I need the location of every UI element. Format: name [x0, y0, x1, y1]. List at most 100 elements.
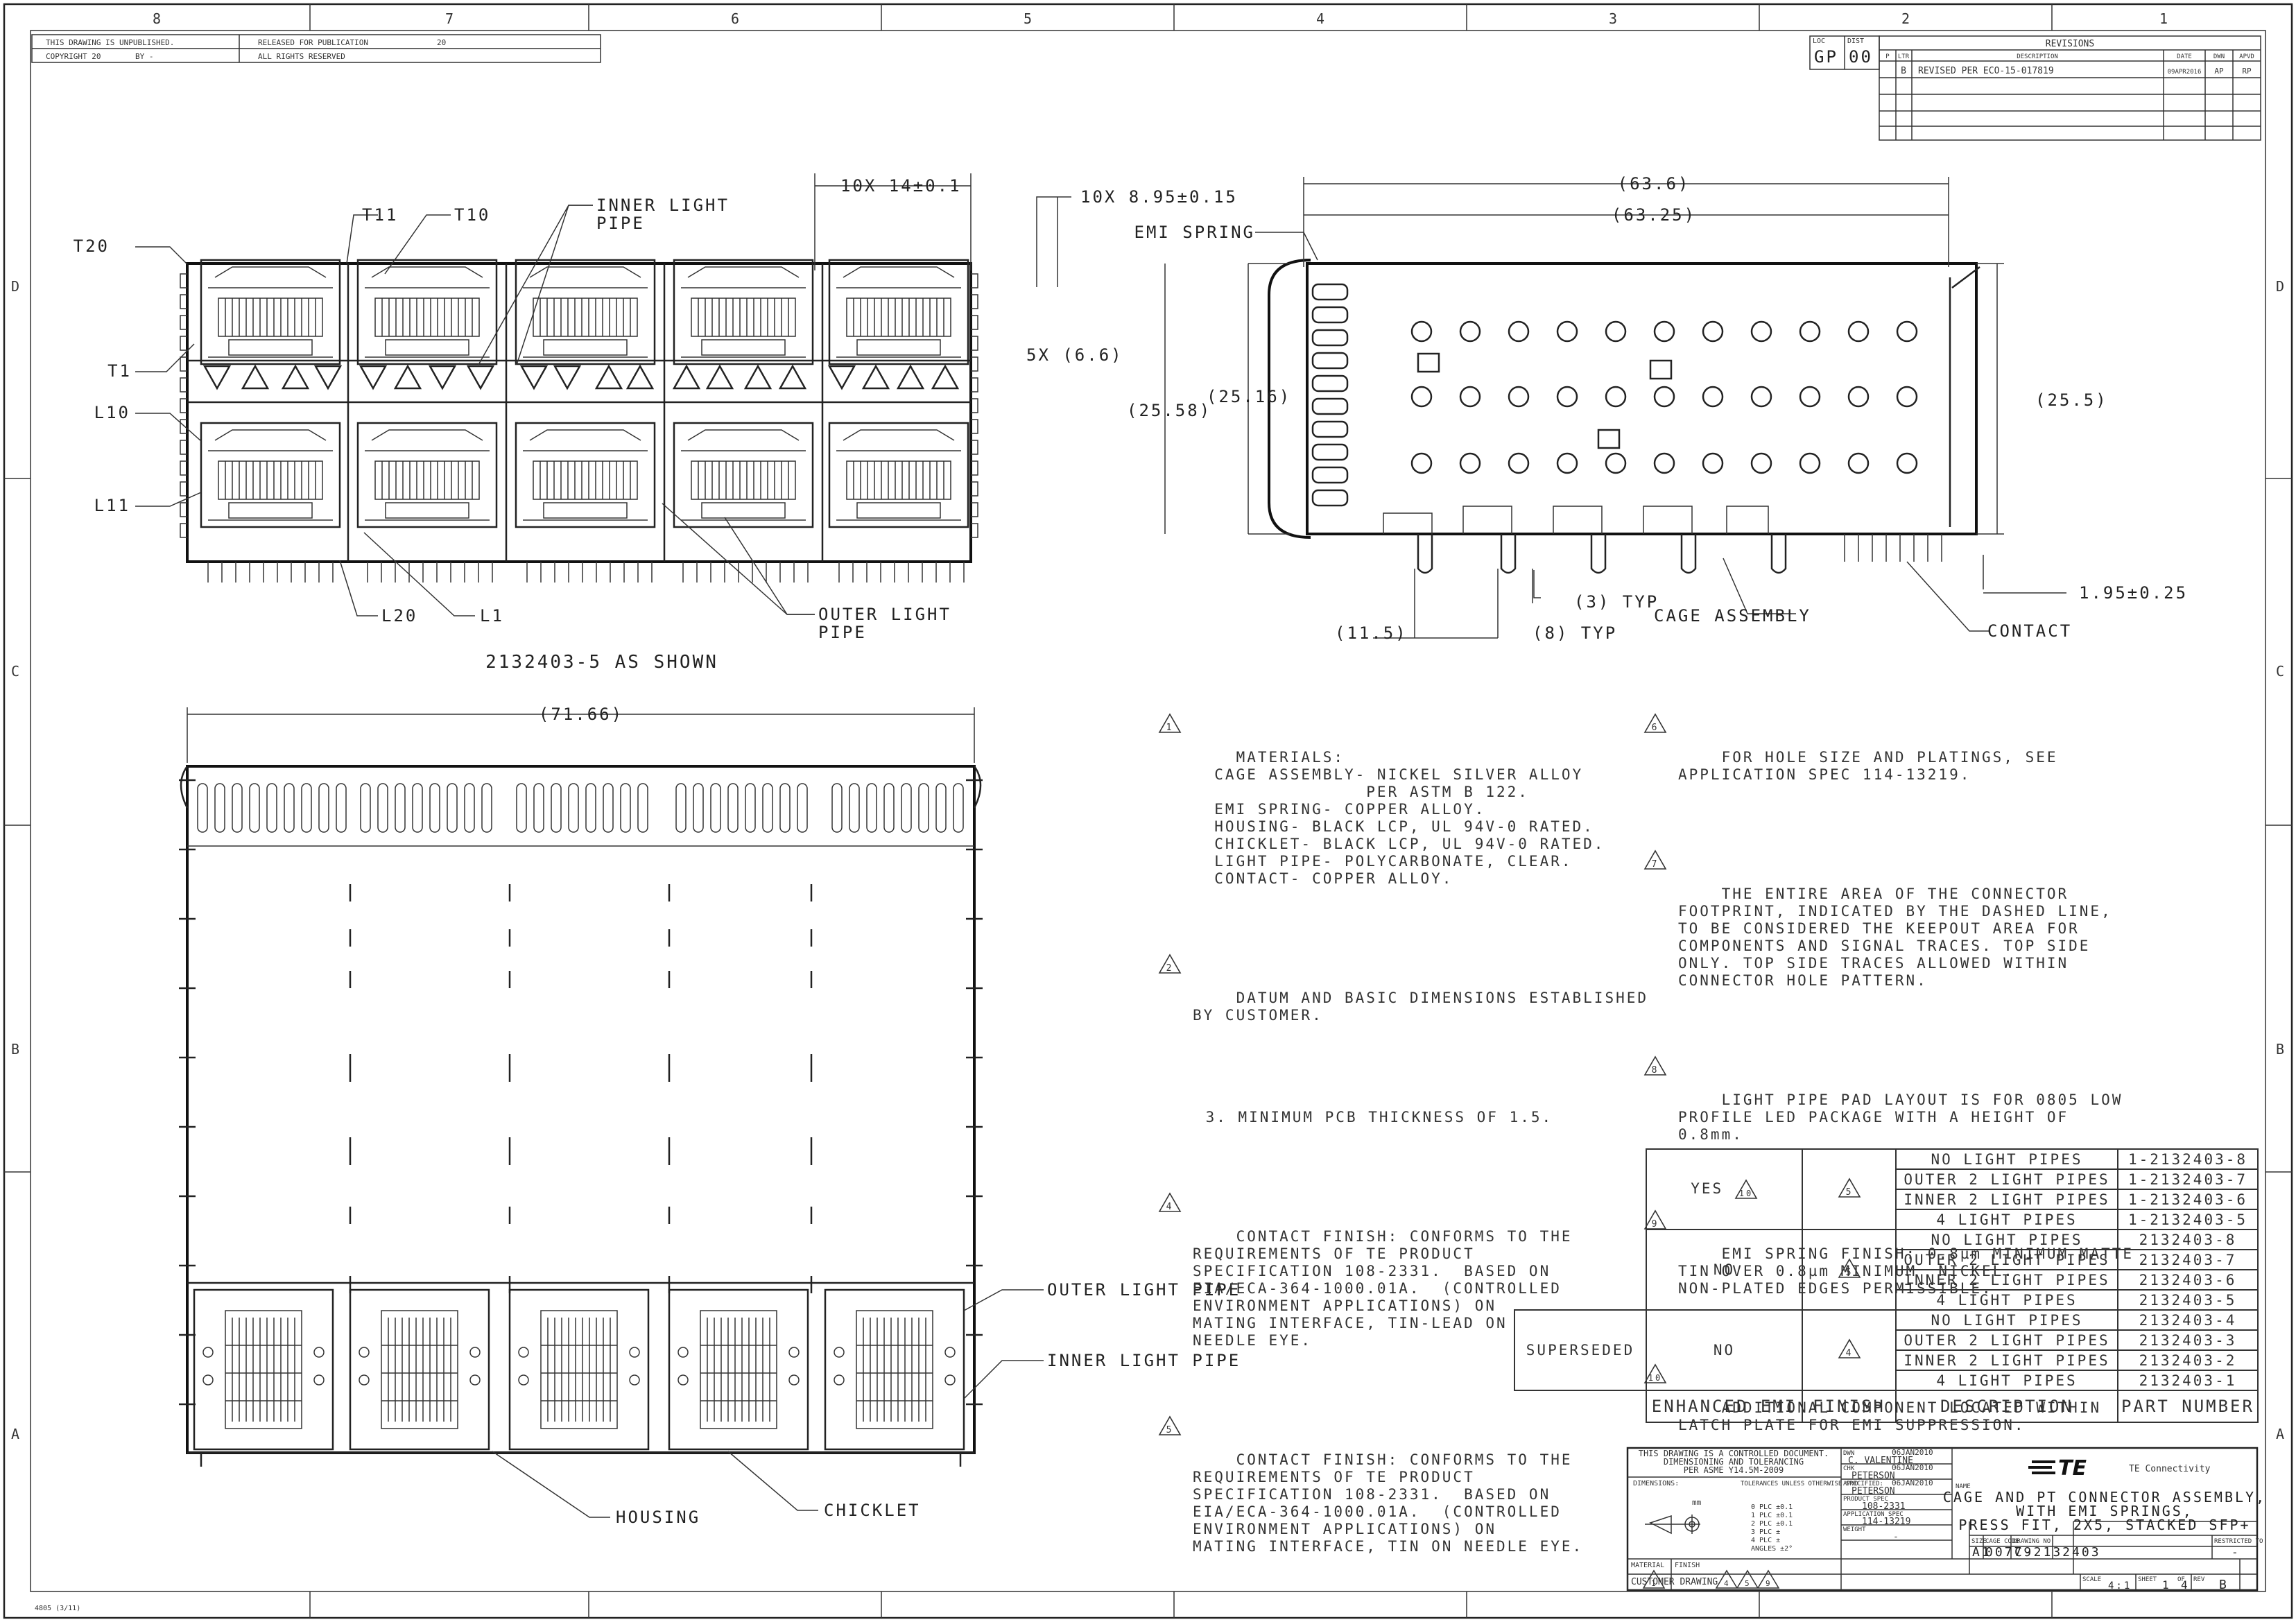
svg-text:5: 5 — [1845, 1268, 1853, 1278]
material-mark: 1 — [1651, 1579, 1656, 1588]
note-5: 5 CONTACT FINISH: CONFORMS TO THE REQUIR… — [1158, 1415, 1648, 1573]
group-1-emi: YES 10 — [1646, 1148, 1803, 1230]
note-6-flag-icon: 6 — [1643, 713, 1667, 733]
drawing-no: C-2132403 — [2014, 1545, 2101, 1560]
part-number: 2132403-2 — [2117, 1349, 2259, 1371]
release-year: 20 — [437, 38, 446, 47]
dist-value: 00 — [1849, 47, 1873, 67]
dwn-name: C. VALENTINE — [1848, 1456, 1913, 1466]
revisions-title: REVISIONS — [2046, 39, 2094, 49]
zone-3: 3 — [1609, 10, 1617, 27]
svg-text:7: 7 — [1652, 859, 1659, 870]
group-3-emi: NO — [1646, 1309, 1803, 1391]
callout-l20: L20 — [381, 606, 417, 625]
zone-b-left: B — [11, 1041, 19, 1058]
part-desc: INNER 2 LIGHT PIPES — [1895, 1349, 2118, 1371]
rev-date: 09APR2016 — [2168, 69, 2202, 76]
zone-a-left: A — [11, 1426, 19, 1442]
dim-3-typ: (3) TYP — [1574, 592, 1659, 612]
zone-ticks — [4, 4, 2292, 1618]
emi-spring-label: EMI SPRING — [1134, 223, 1256, 242]
note-7: 7 THE ENTIRE AREA OF THE CONNECTOR FOOTP… — [1643, 849, 2134, 1007]
restricted-label: RESTRICTED TO — [2214, 1538, 2263, 1545]
cage-code-label: CAGE CODE — [1985, 1538, 2019, 1545]
part-number: 1-2132403-8 — [2117, 1148, 2259, 1170]
part-desc: 4 LIGHT PIPES — [1895, 1289, 2118, 1311]
dist-label: DIST — [1847, 37, 1864, 45]
group-2-emi: NO — [1646, 1229, 1803, 1311]
part-number: 1-2132403-5 — [2117, 1209, 2259, 1230]
part-rows-group-3: SUPERSEDED NO 4 NO LIGHT PIPES 2132403-4… — [1514, 1309, 2259, 1391]
te-logo-icon — [2028, 1460, 2055, 1474]
plc-2: 2 PLC ±0.1 — [1751, 1520, 1793, 1528]
top-view: (71.66) OUTER LIGHT PIPE INNER LIGHT PIP… — [179, 705, 1238, 1527]
note-7-text: THE ENTIRE AREA OF THE CONNECTOR FOOTPRI… — [1678, 886, 2112, 989]
part-desc: NO LIGHT PIPES — [1895, 1229, 2118, 1250]
part-desc: 4 LIGHT PIPES — [1895, 1209, 2118, 1230]
svg-text:5: 5 — [1845, 1187, 1853, 1198]
svg-text:2: 2 — [1166, 963, 1174, 974]
note-1-flag-icon: 1 — [1158, 713, 1182, 733]
callout-t20: T20 — [74, 236, 110, 256]
copyright-by: BY - — [135, 52, 154, 61]
plc-1: 1 PLC ±0.1 — [1751, 1512, 1793, 1519]
controlled-line-1: THIS DRAWING IS A CONTROLLED DOCUMENT. — [1639, 1449, 1829, 1458]
header-enhanced-emi: ENHANCED EMI — [1646, 1390, 1803, 1423]
name-label: NAME — [1956, 1483, 1971, 1490]
dim-8-typ: (8) TYP — [1533, 623, 1617, 643]
zone-1: 1 — [2159, 10, 2168, 27]
title-line-3: PRESS FIT, 2X5, STACKED SFP+ — [1958, 1517, 2250, 1533]
note-6: 6 FOR HOLE SIZE AND PLATINGS, SEE APPLIC… — [1643, 713, 2134, 801]
dim-25-58: (25.58) — [1127, 401, 1211, 420]
part-desc: INNER 2 LIGHT PIPES — [1895, 1189, 2118, 1210]
note-7-flag-icon: 7 — [1643, 849, 1667, 870]
part-number-table: YES 10 5 NO LIGHT PIPES 1-2132403-8 OUTE… — [1514, 1148, 2259, 1423]
front-view: T20 T1 L10 L11 T11 T10 INNER LIGHT PIPE … — [74, 173, 978, 673]
released-text: RELEASED FOR PUBLICATION — [258, 38, 368, 47]
application-spec: 114-13219 — [1862, 1517, 1910, 1527]
controlled-line-2: DIMENSIONING AND TOLERANCING — [1664, 1457, 1804, 1467]
units: mm — [1692, 1498, 1702, 1507]
zone-c-left: C — [11, 663, 19, 680]
note-8: 8 LIGHT PIPE PAD LAYOUT IS FOR 0805 LOW … — [1643, 1055, 2134, 1161]
note-6-text: FOR HOLE SIZE AND PLATINGS, SEE APPLICAT… — [1678, 749, 2058, 783]
te-logo: TE — [2058, 1456, 2087, 1481]
note-8-flag-icon: 8 — [1643, 1055, 1667, 1076]
plc-4: 4 PLC ± — [1751, 1537, 1780, 1544]
dim-8-95: 10X 8.95±0.15 — [1080, 187, 1238, 207]
zone-d-left: D — [11, 278, 19, 295]
zone-labels-side: D C B A D C B A — [11, 278, 2284, 1442]
weight-label: WEIGHT — [1843, 1526, 1866, 1533]
apvd-label: APVD — [1843, 1481, 1858, 1487]
zone-labels-top: 8 7 6 5 4 3 2 1 — [153, 10, 2168, 27]
finish-label: FINISH — [1675, 1562, 1700, 1569]
size-label: SIZE — [1971, 1538, 1987, 1545]
rev-label: REV — [2193, 1576, 2205, 1583]
note-3-text: 3. MINIMUM PCB THICKNESS OF 1.5. — [1205, 1109, 1553, 1125]
chk-label: CHK — [1843, 1465, 1855, 1472]
part-desc: INNER 2 LIGHT PIPES — [1895, 1269, 2118, 1291]
group-1-finish-flag-icon: 5 — [1838, 1177, 1861, 1198]
part-desc: OUTER 2 LIGHT PIPES — [1895, 1329, 2118, 1351]
part-number: 1-2132403-7 — [2117, 1168, 2259, 1190]
part-number: 2132403-5 — [2117, 1289, 2259, 1311]
svg-text:5: 5 — [1166, 1425, 1174, 1435]
note-3: 3. MINIMUM PCB THICKNESS OF 1.5. — [1158, 1092, 1648, 1144]
callout-l10: L10 — [94, 403, 130, 422]
dim-25-5: (25.5) — [2035, 390, 2108, 410]
note-4-flag-icon: 4 — [1158, 1192, 1182, 1212]
note-1-text: MATERIALS: CAGE ASSEMBLY- NICKEL SILVER … — [1214, 749, 1605, 887]
chicklet-label: CHICKLET — [824, 1501, 921, 1520]
dim-63-25: (63.25) — [1612, 205, 1696, 225]
note-2: 2 DATUM AND BASIC DIMENSIONS ESTABLISHED… — [1158, 954, 1648, 1042]
group-1-emi-flag-icon: 10 — [1734, 1179, 1758, 1199]
apvd-date: 06JAN2010 — [1892, 1478, 1933, 1487]
part-number: 2132403-1 — [2117, 1370, 2259, 1391]
note-8-text: LIGHT PIPE PAD LAYOUT IS FOR 0805 LOW PR… — [1678, 1092, 2123, 1143]
group-1-emi-value: YES — [1691, 1180, 1724, 1197]
part-number: 2132403-7 — [2117, 1249, 2259, 1270]
scale-value: 4:1 — [2108, 1580, 2132, 1591]
group-3-finish: 4 — [1802, 1309, 1897, 1391]
notes-right: 6 FOR HOLE SIZE AND PLATINGS, SEE APPLIC… — [1643, 680, 2134, 1484]
finish-mark-4: 4 — [1724, 1579, 1729, 1588]
